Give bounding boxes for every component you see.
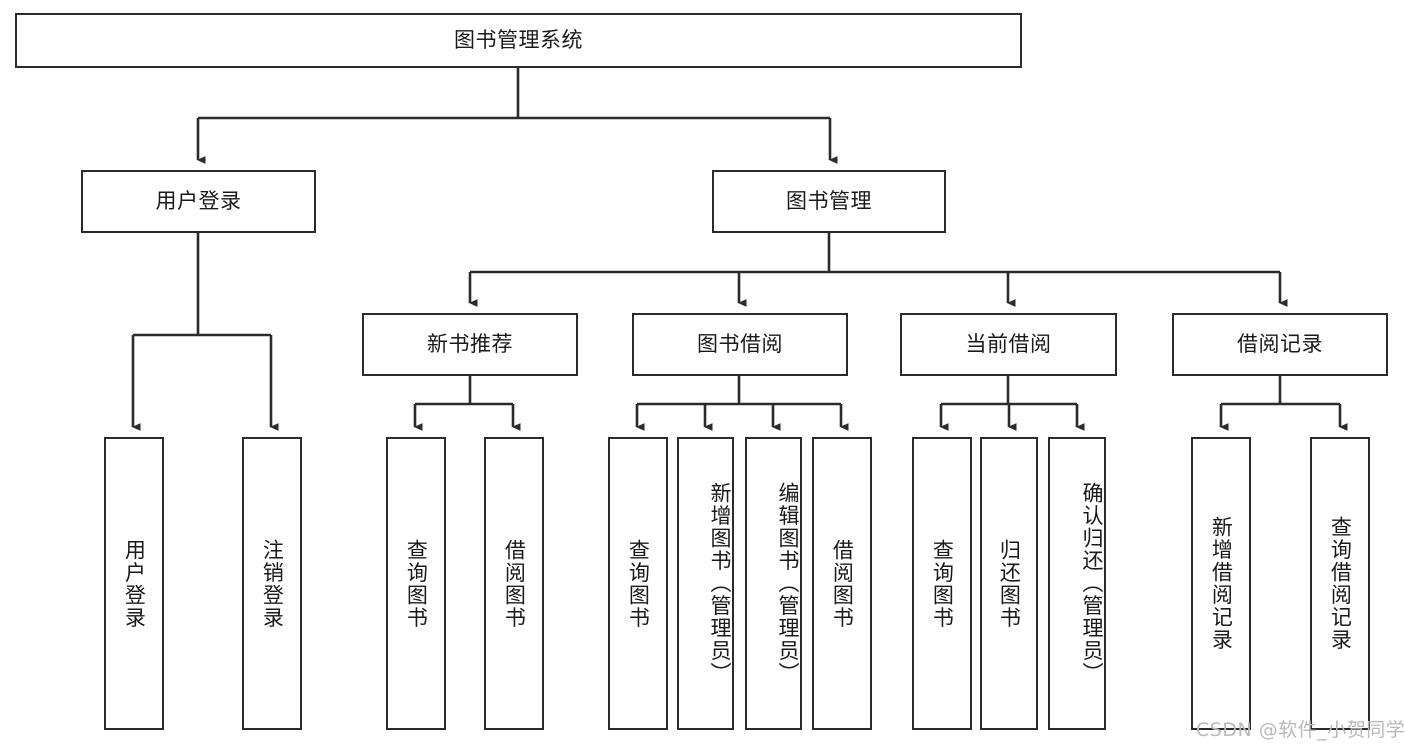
leaf-query-borrow-record[interactable]: 查询借阅记录 (1310, 437, 1370, 730)
csdn-watermark: CSDN @软件_小贺同学 (1196, 719, 1405, 741)
node-label: 确认归还（管理员） (1080, 482, 1104, 685)
node-user-login[interactable]: 用户登录 (81, 170, 316, 233)
node-label: 注销登录 (260, 538, 285, 629)
node-label: 查询图书 (404, 538, 429, 629)
node-label: 查询图书 (930, 538, 955, 629)
node-label: 借阅图书 (830, 538, 855, 629)
leaf-user-login[interactable]: 用户登录 (104, 437, 164, 730)
leaf-add-book-admin[interactable]: 新增图书（管理员） (677, 437, 734, 730)
leaf-edit-book-admin[interactable]: 编辑图书（管理员） (745, 437, 802, 730)
leaf-query-books-current[interactable]: 查询图书 (912, 437, 972, 730)
node-label: 新增图书（管理员） (708, 482, 732, 685)
node-label: 借阅记录 (1237, 331, 1323, 356)
node-label: 图书借阅 (697, 331, 783, 356)
node-label: 新增借阅记录 (1209, 516, 1234, 651)
leaf-borrow-books-recommend[interactable]: 借阅图书 (484, 437, 544, 730)
node-new-book-recommend[interactable]: 新书推荐 (362, 313, 578, 376)
leaf-logout[interactable]: 注销登录 (242, 437, 302, 730)
leaf-query-books-borrow[interactable]: 查询图书 (608, 437, 668, 730)
node-label: 当前借阅 (965, 331, 1052, 356)
node-label: 用户登录 (122, 538, 147, 629)
node-label: 用户登录 (155, 188, 242, 213)
node-label: 图书管理 (786, 188, 872, 213)
node-label: 查询借阅记录 (1328, 516, 1353, 651)
node-borrow-records[interactable]: 借阅记录 (1172, 313, 1388, 376)
node-label: 编辑图书（管理员） (776, 482, 800, 685)
leaf-borrow-books[interactable]: 借阅图书 (812, 437, 872, 730)
leaf-confirm-return-admin[interactable]: 确认归还（管理员） (1048, 437, 1106, 730)
node-book-management[interactable]: 图书管理 (712, 170, 946, 233)
leaf-return-books[interactable]: 归还图书 (980, 437, 1038, 730)
node-label: 查询图书 (626, 538, 651, 629)
node-label: 借阅图书 (502, 538, 527, 629)
node-label: 新书推荐 (427, 331, 513, 356)
leaf-add-borrow-record[interactable]: 新增借阅记录 (1191, 437, 1251, 730)
node-book-management-system[interactable]: 图书管理系统 (15, 13, 1022, 68)
node-label: 图书管理系统 (454, 27, 583, 52)
node-label: 归还图书 (997, 538, 1022, 629)
leaf-query-books-recommend[interactable]: 查询图书 (386, 437, 446, 730)
node-book-borrow[interactable]: 图书借阅 (632, 313, 848, 376)
node-current-borrow[interactable]: 当前借阅 (900, 313, 1117, 376)
